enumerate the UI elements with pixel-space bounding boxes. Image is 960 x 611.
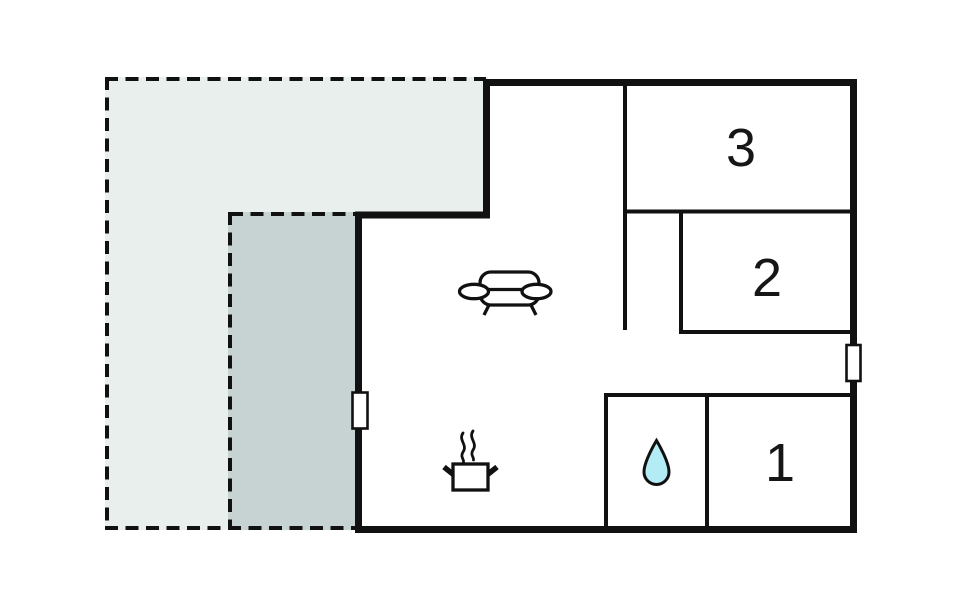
terrace-deck-area [228,212,357,530]
cooking-pot-icon [442,429,499,492]
window-marker-left-icon [351,391,369,430]
house-floor [358,82,854,530]
exterior-walls [355,79,857,533]
water-drop-icon [642,437,671,486]
room-1-label: 1 [765,433,795,493]
sofa-icon [457,270,553,316]
room-2-label: 2 [752,248,782,308]
window-marker-right-icon [845,343,862,383]
room-3-label: 3 [726,118,756,178]
